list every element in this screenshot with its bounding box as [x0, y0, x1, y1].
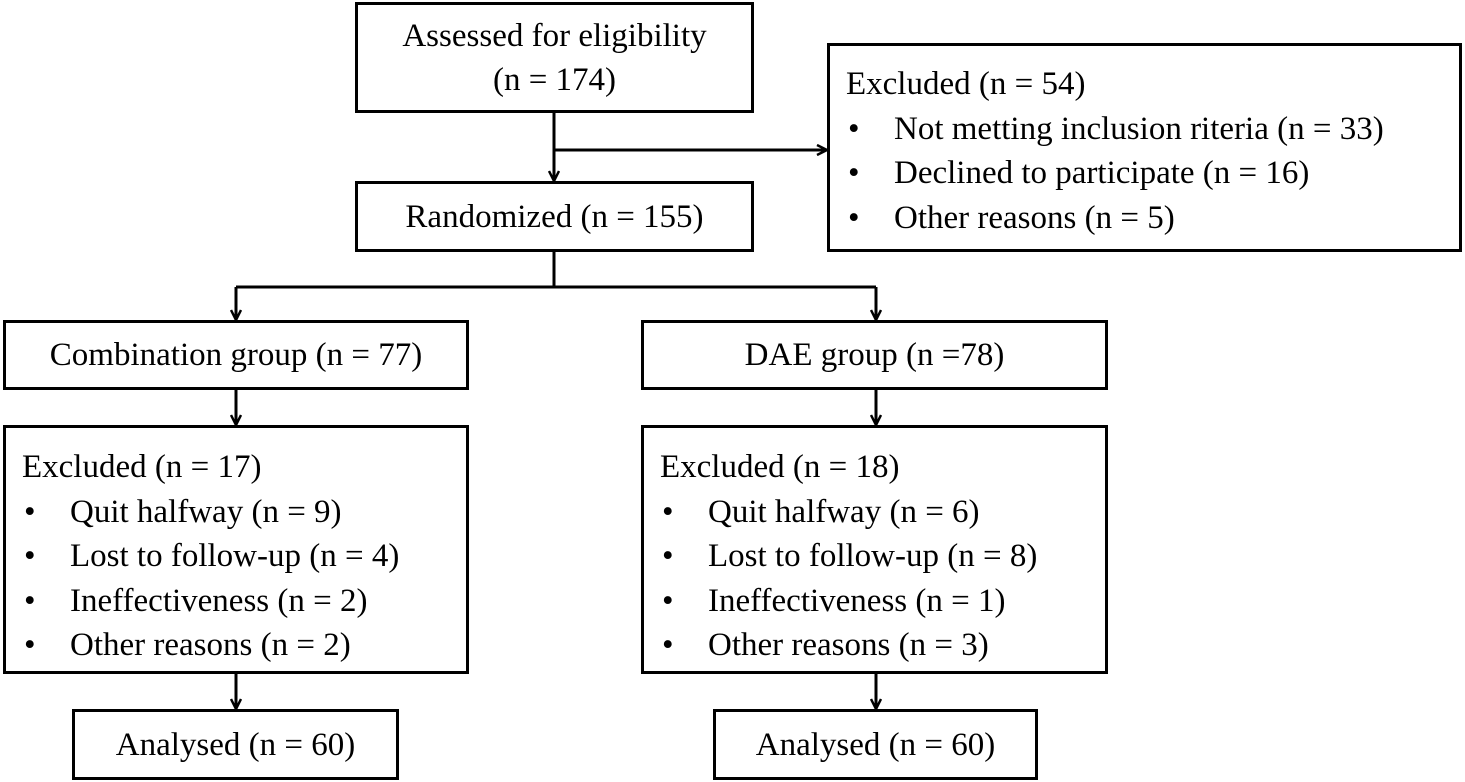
- left-excluded-item-text: Other reasons (n = 2): [70, 627, 351, 663]
- excluded-top-item: • Not metting inclusion riteria (n = 33): [846, 107, 1459, 152]
- left-excluded-item: • Quit halfway (n = 9): [22, 490, 466, 535]
- left-excluded-item: • Ineffectiveness (n = 2): [22, 579, 466, 624]
- bullet-icon: •: [848, 110, 860, 147]
- excluded-top-item: • Other reasons (n = 5): [846, 196, 1459, 241]
- bullet-icon: •: [24, 493, 36, 530]
- left-analysed-label: Analysed (n = 60): [115, 726, 356, 763]
- excluded-top-item-text: Declined to participate (n = 16): [894, 155, 1310, 191]
- randomized-label: Randomized (n = 155): [405, 198, 704, 235]
- excluded-top-item-text: Other reasons (n = 5): [894, 199, 1175, 236]
- right-excluded-item-text: Lost to follow-up (n = 8): [708, 538, 1038, 574]
- assessed-count: (n = 174): [492, 61, 617, 98]
- left-excluded-item-text: Lost to follow-up (n = 4): [70, 538, 400, 574]
- left-excluded-item: • Other reasons (n = 2): [22, 623, 466, 668]
- right-excluded-box: Excluded (n = 18) •Quit halfway (n = 6) …: [641, 425, 1108, 674]
- right-excluded-item: • Quit halfway (n = 6): [660, 490, 1105, 535]
- excluded-top-heading: Excluded (n = 54): [846, 66, 1086, 102]
- excluded-top-item: • Declined to participate (n = 16): [846, 151, 1459, 196]
- right-excluded-item: • Lost to follow-up (n = 8): [660, 534, 1105, 579]
- bullet-icon: •: [662, 582, 674, 619]
- bullet-icon: •: [24, 538, 36, 574]
- bullet-icon: •: [662, 493, 674, 530]
- right-excluded-item-text: Other reasons (n = 3): [708, 627, 989, 663]
- bullet-icon: •: [848, 199, 860, 236]
- left-excluded-box: Excluded (n = 17) •Quit halfway (n = 9) …: [3, 425, 469, 674]
- bullet-icon: •: [662, 627, 674, 663]
- bullet-icon: •: [848, 155, 860, 191]
- right-excluded-item: • Other reasons (n = 3): [660, 623, 1105, 668]
- left-analysed-box: Analysed (n = 60): [72, 709, 399, 780]
- right-excluded-heading: Excluded (n = 18): [660, 449, 900, 485]
- right-excluded-item-text: Quit halfway (n = 6): [708, 493, 980, 530]
- right-analysed-label: Analysed (n = 60): [755, 726, 996, 763]
- right-analysed-box: Analysed (n = 60): [713, 709, 1038, 780]
- excluded-top-box: Excluded (n = 54) • Not metting inclusion…: [827, 43, 1462, 252]
- left-excluded-item-text: Quit halfway (n = 9): [70, 493, 342, 530]
- combination-group-box: Combination group (n = 77): [3, 320, 469, 390]
- bullet-icon: •: [24, 582, 36, 619]
- left-excluded-heading: Excluded (n = 17): [22, 449, 262, 485]
- left-excluded-item-text: Ineffectiveness (n = 2): [70, 582, 368, 619]
- assessed-title: Assessed for eligibility: [402, 17, 707, 54]
- left-excluded-item: • Lost to follow-up (n = 4): [22, 534, 466, 579]
- randomized-box: Randomized (n = 155): [355, 181, 754, 252]
- excluded-top-item-text: Not metting inclusion riteria (n = 33): [894, 110, 1384, 147]
- assessed-box: Assessed for eligibility (n = 174): [355, 2, 754, 113]
- bullet-icon: •: [24, 627, 36, 663]
- dae-group-label: DAE group (n =78): [744, 337, 1005, 373]
- right-excluded-item-text: Ineffectiveness (n = 1): [708, 582, 1006, 619]
- right-excluded-item: • Ineffectiveness (n = 1): [660, 579, 1105, 624]
- dae-group-box: DAE group (n =78): [641, 320, 1108, 390]
- bullet-icon: •: [662, 538, 674, 574]
- combination-group-label: Combination group (n = 77): [49, 337, 423, 373]
